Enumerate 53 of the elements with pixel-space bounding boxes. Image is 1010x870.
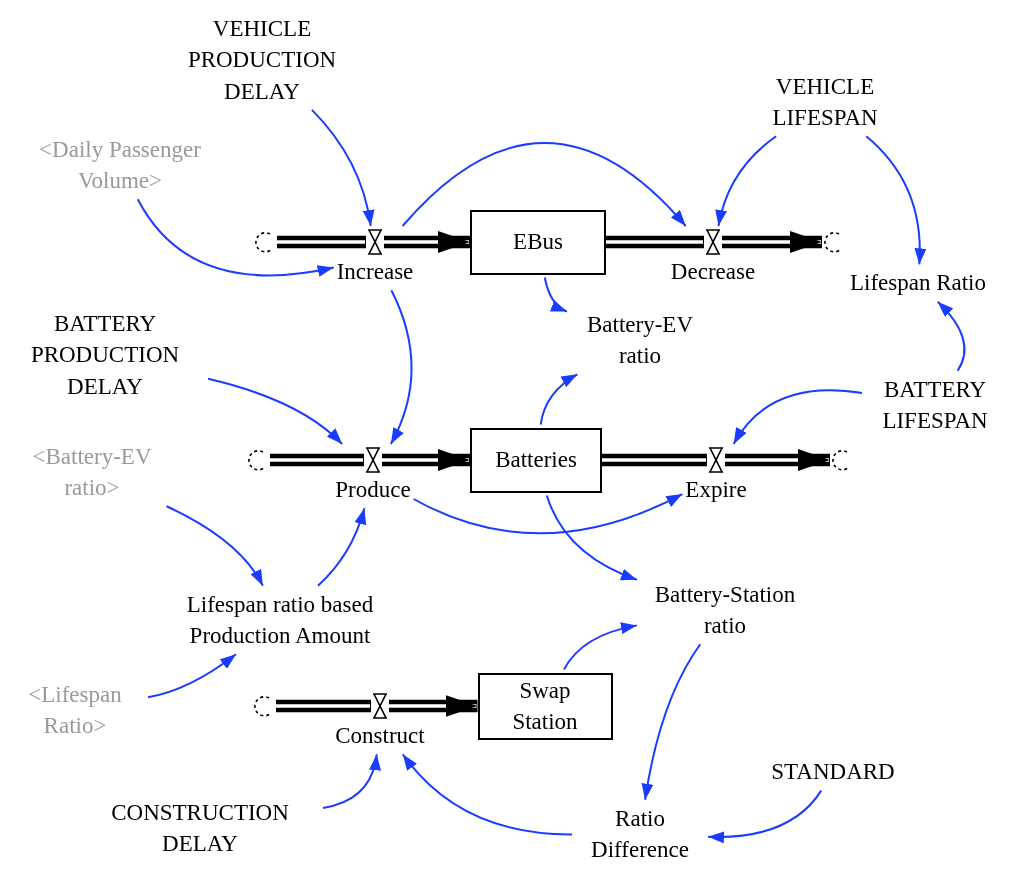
variable-label: VEHICLE PRODUCTION DELAY [162, 13, 362, 107]
flow-label: Expire [685, 476, 747, 504]
link-arrow [389, 289, 413, 445]
valve-icon [704, 229, 722, 255]
link-arrow [147, 653, 237, 699]
variable-label: BATTERY PRODUCTION DELAY [5, 308, 205, 402]
valve-icon [707, 447, 725, 473]
link-arrow [136, 198, 335, 277]
valve-icon [371, 693, 389, 719]
link-arrow [401, 142, 687, 227]
valve-icon [366, 229, 384, 255]
variable-label: CONSTRUCTION DELAY [80, 796, 320, 860]
flow-label: Increase [336, 258, 414, 286]
shadow-variable-label: <Battery-EV ratio> [12, 440, 172, 504]
variable-label: VEHICLE LIFESPAN [745, 70, 905, 134]
link-arrow [543, 276, 568, 313]
link-arrow [707, 789, 823, 843]
flow-label: Produce [335, 476, 411, 504]
variable-label: STANDARD [753, 756, 913, 788]
link-arrow [545, 494, 638, 581]
link-arrow [401, 753, 573, 836]
link-arrow [936, 300, 966, 372]
variable-label: BATTERY LIFESPAN [865, 373, 1005, 437]
link-arrow [641, 643, 702, 801]
link-arrow [316, 507, 366, 587]
link-arrow [165, 505, 264, 587]
flow-pipe [274, 235, 369, 249]
flow-label: Decrease [670, 258, 756, 286]
variable-label: Battery-Station ratio [640, 578, 810, 642]
flow-pipe [722, 449, 833, 471]
stock-box: Batteries [470, 427, 602, 493]
variable-label: Lifespan Ratio [828, 267, 1008, 299]
variable-label: Battery-EV ratio [570, 308, 710, 372]
shadow-variable-label: <Daily Passenger Volume> [10, 133, 230, 197]
shadow-variable-label: <Lifespan Ratio> [5, 678, 145, 742]
link-arrow [207, 377, 344, 445]
variable-label: Ratio Difference [575, 802, 705, 866]
valve-icon [364, 447, 382, 473]
flow-pipe [273, 699, 374, 713]
flow-pipe [719, 231, 825, 253]
link-arrow [732, 389, 863, 445]
link-arrow [322, 753, 381, 809]
flow-pipe [267, 453, 367, 467]
stock-box: EBus [470, 209, 606, 275]
link-arrow [310, 108, 375, 227]
flow-label: Construct [335, 722, 425, 750]
stock-box: Swap Station [477, 672, 613, 740]
link-arrow [563, 622, 638, 671]
link-arrow [412, 493, 684, 535]
variable-label: Lifespan ratio based Production Amount [150, 588, 410, 652]
link-arrow [715, 135, 778, 227]
link-arrow [865, 135, 926, 266]
link-arrow [539, 373, 579, 426]
